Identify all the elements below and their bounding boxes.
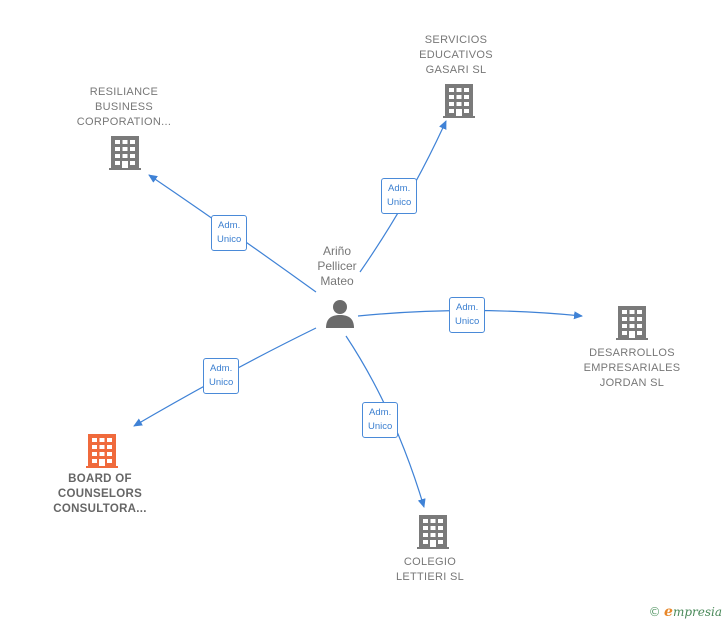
company-label-desarrollos[interactable]: DESARROLLOS EMPRESARIALES JORDAN SL	[583, 347, 681, 389]
copyright-icon: ©	[648, 605, 661, 619]
person-icon[interactable]	[326, 300, 354, 328]
relation-label-colegio[interactable]: Adm. Unico	[362, 402, 399, 438]
building-icon-board[interactable]	[86, 434, 118, 468]
center-person-label[interactable]: Ariño Pellicer Mateo	[317, 244, 357, 288]
relation-edges	[133, 120, 583, 508]
building-icon-servicios[interactable]	[443, 84, 475, 118]
relation-label-board[interactable]: Adm. Unico	[203, 358, 240, 394]
relation-label-resiliance[interactable]: Adm. Unico	[211, 215, 248, 251]
company-label-resiliance[interactable]: RESILIANCE BUSINESS CORPORATION...	[76, 86, 172, 128]
building-icon-colegio[interactable]	[417, 515, 449, 549]
company-label-board[interactable]: BOARD OF COUNSELORS CONSULTORA...	[53, 473, 147, 515]
building-icon-resiliance[interactable]	[109, 136, 141, 170]
company-label-servicios[interactable]: SERVICIOS EDUCATIVOS GASARI SL	[419, 34, 493, 76]
brand-logo-initial: e	[664, 604, 673, 620]
empresia-brand[interactable]: © empresia	[649, 604, 722, 620]
brand-name: mpresia	[672, 605, 722, 619]
relation-label-servicios[interactable]: Adm. Unico	[381, 178, 418, 214]
company-label-colegio[interactable]: COLEGIO LETTIERI SL	[395, 556, 465, 583]
relation-label-desarrollos[interactable]: Adm. Unico	[449, 297, 486, 333]
building-icon-desarrollos[interactable]	[616, 306, 648, 340]
